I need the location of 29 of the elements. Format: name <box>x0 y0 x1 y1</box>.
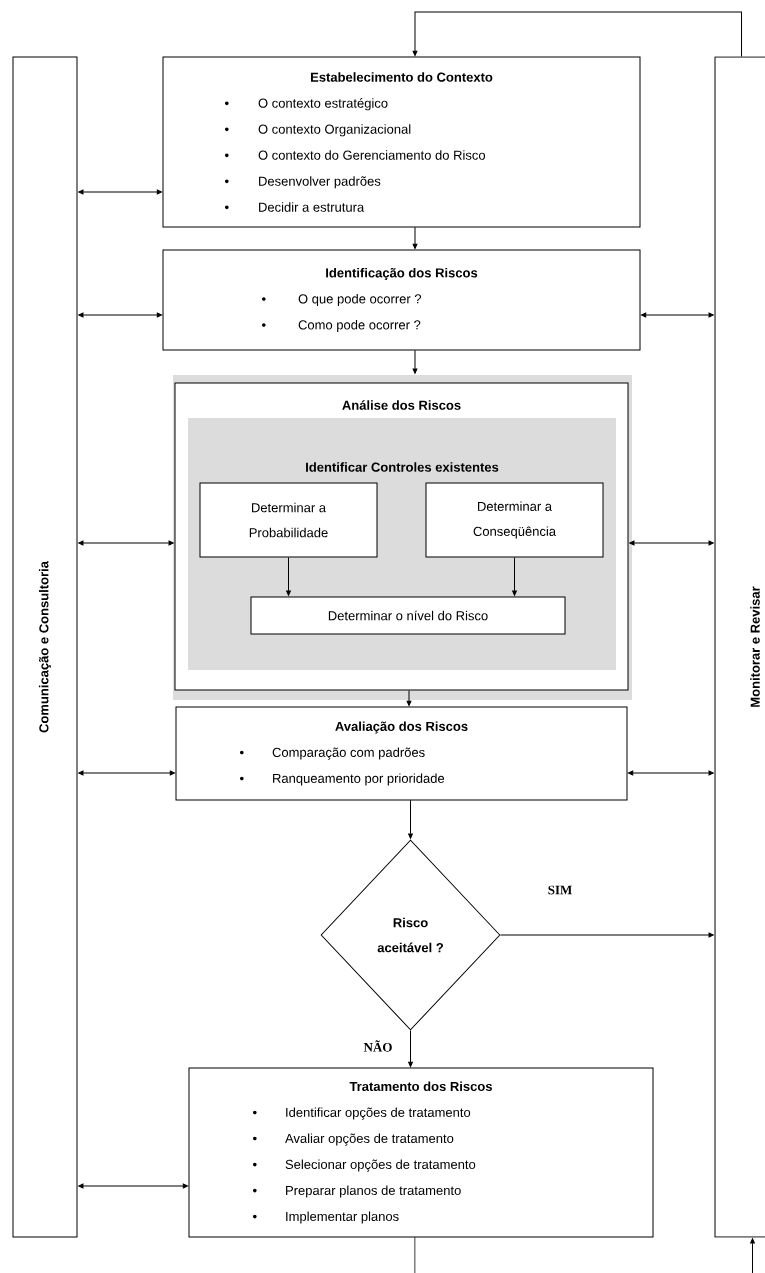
arrow <box>286 557 291 596</box>
process-box: Identificação dos Riscos O que pode ocorrer ? Como pode ocorrer ? <box>162 249 641 351</box>
arrow <box>412 11 742 57</box>
arrow <box>408 1030 413 1067</box>
arrow <box>641 312 714 318</box>
process-box: Estabelecimento do Contexto O contexto estratégico O contexto Organizacional O contexto do Gerenciamento do Risco Desenvolver padrões Decidir a estrutura <box>162 56 641 228</box>
edge-label: NÃO <box>362 1039 394 1053</box>
arrow <box>78 1183 188 1189</box>
edge-label: SIM <box>546 884 574 896</box>
arrow <box>78 312 162 318</box>
arrow <box>406 690 412 706</box>
process-box: Determinar a Probabilidade <box>199 482 378 558</box>
side-band: Monitorar e Revisar <box>714 56 765 1238</box>
side-band: Comunicação e Consultoria <box>12 56 78 1238</box>
arrow <box>412 226 418 249</box>
arrow <box>500 932 714 938</box>
arrow <box>412 349 418 374</box>
process-box: Avaliação dos Riscos Comparação com padrões Ranqueamento por prioridade <box>175 706 628 801</box>
arrow <box>78 189 162 195</box>
process-box: Determinar o nível do Risco <box>250 596 566 635</box>
arrow <box>628 770 714 776</box>
arrow <box>750 1238 755 1273</box>
process-box: Determinar a Conseqüência <box>425 482 604 558</box>
arrow <box>629 540 714 546</box>
arrow <box>408 799 413 839</box>
arrow <box>78 770 175 776</box>
arrow <box>78 540 174 546</box>
arrow <box>512 557 517 596</box>
process-box: Tratamento dos Riscos Identificar opções de tratamento Avaliar opções de tratamento Selecionar opções de tratamento Preparar planos de tratamento Implementar planos <box>188 1067 654 1238</box>
